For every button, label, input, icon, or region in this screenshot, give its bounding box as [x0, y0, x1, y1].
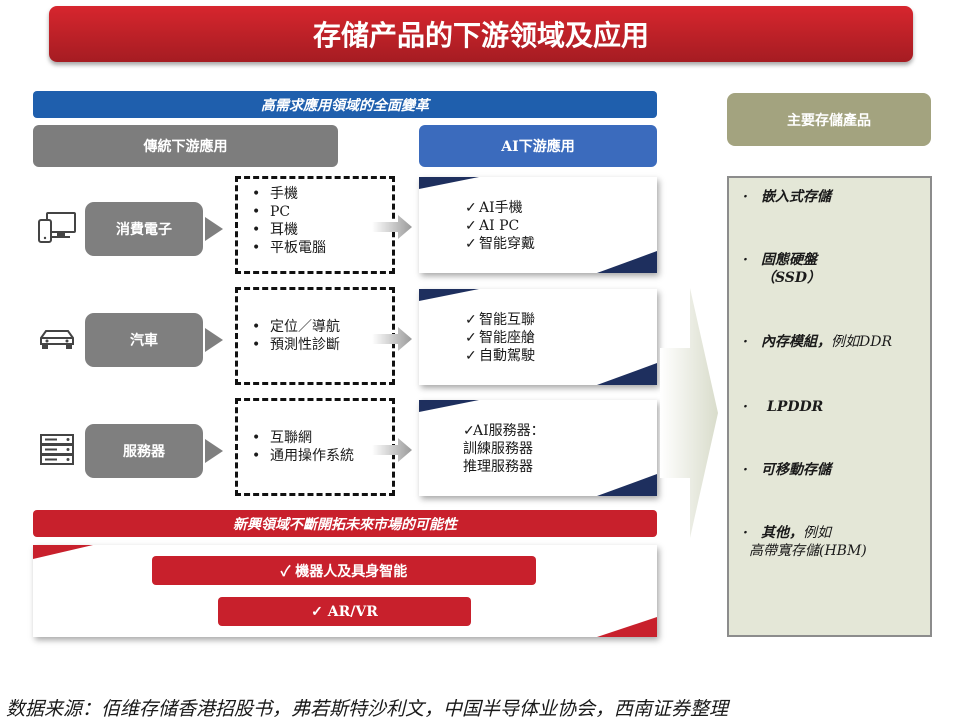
list-item: 互聯網	[252, 429, 392, 447]
traditional-header: 傳統下游應用	[33, 125, 338, 167]
list-item: 智能座艙	[465, 329, 535, 347]
product-item: ·LPDDR	[743, 399, 824, 415]
list-item: 平板電腦	[252, 239, 392, 257]
list-item: 定位／導航	[252, 318, 392, 336]
product-item: ·其他，例如 高帶寬存儲(HBM)	[743, 525, 867, 559]
corner-decoration	[597, 251, 657, 273]
emerging-item-robotics: ✓ 機器人及具身智能	[152, 556, 536, 585]
list-item: 自動駕駛	[465, 347, 535, 365]
list-item: 耳機	[252, 221, 392, 239]
list-item: 推理服務器	[463, 459, 533, 475]
right-arrow-icon	[372, 215, 412, 239]
list-item: AI PC	[465, 217, 535, 235]
ai-card-server: ✓AI服務器： 訓練服務器 推理服務器	[419, 400, 657, 496]
list-item: 智能穿戴	[465, 235, 535, 253]
server-icon	[40, 434, 74, 465]
emerging-item-arvr: ✓ AR/VR	[218, 597, 471, 626]
list-item: AI手機	[465, 199, 535, 217]
traditional-box-consumer: 手機 PC 耳機 平板電腦	[235, 176, 395, 274]
product-item: ·內存模組，例如DDR	[743, 334, 892, 350]
traditional-box-automotive: 定位／導航 預測性診斷	[235, 287, 395, 385]
corner-decoration	[597, 363, 657, 385]
car-icon	[40, 330, 74, 349]
corner-decoration	[419, 177, 479, 189]
product-item: ·固態硬盤 （SSD）	[743, 252, 822, 286]
list-item: 預測性診斷	[252, 336, 392, 354]
corner-decoration	[33, 545, 93, 559]
source-note: 数据来源：佰维存储香港招股书，弗若斯特沙利文，中国半导体业协会，西南证券整理	[6, 698, 729, 720]
emerging-bar: 新興領域不斷開拓未來市場的可能性	[33, 510, 657, 537]
ai-card-automotive: 智能互聯 智能座艙 自動駕駛	[419, 289, 657, 385]
emerging-panel: ✓ 機器人及具身智能 ✓ AR/VR	[33, 545, 657, 637]
right-arrow-icon	[372, 327, 412, 351]
list-item: PC	[252, 203, 392, 221]
pointer-triangle	[205, 217, 223, 241]
pointer-triangle	[205, 439, 223, 463]
corner-decoration	[419, 289, 479, 301]
category-automotive: 汽車	[85, 313, 203, 367]
category-server: 服務器	[85, 424, 203, 478]
list-item: 訓練服務器	[463, 441, 533, 457]
main-products-header: 主要存儲產品	[727, 93, 931, 146]
pointer-triangle	[205, 328, 223, 352]
traditional-box-server: 互聯網 通用操作系統	[235, 398, 395, 496]
title-banner: 存储产品的下游领域及应用	[49, 6, 913, 62]
page-title: 存储产品的下游领域及应用	[312, 19, 649, 52]
high-demand-bar: 高需求應用領域的全面變革	[33, 91, 657, 118]
big-right-arrow-icon	[660, 288, 718, 538]
ai-header: AI下游應用	[419, 125, 657, 167]
category-consumer-electronics: 消費電子	[85, 202, 203, 256]
corner-decoration	[597, 474, 657, 496]
product-item: ·可移動存儲	[743, 462, 831, 478]
list-item: 手機	[252, 185, 392, 203]
devices-icon	[38, 212, 76, 243]
right-arrow-icon	[372, 438, 412, 462]
ai-card-consumer: AI手機 AI PC 智能穿戴	[419, 177, 657, 273]
product-item: ·嵌入式存儲	[743, 189, 831, 205]
corner-decoration	[419, 400, 479, 412]
list-item: 智能互聯	[465, 311, 535, 329]
list-item: 通用操作系統	[252, 447, 392, 465]
corner-decoration	[597, 617, 657, 637]
main-products-box: ·嵌入式存儲 ·固態硬盤 （SSD） ·內存模組，例如DDR ·LPDDR ·可…	[727, 176, 932, 637]
list-item: ✓AI服務器：	[463, 423, 545, 439]
